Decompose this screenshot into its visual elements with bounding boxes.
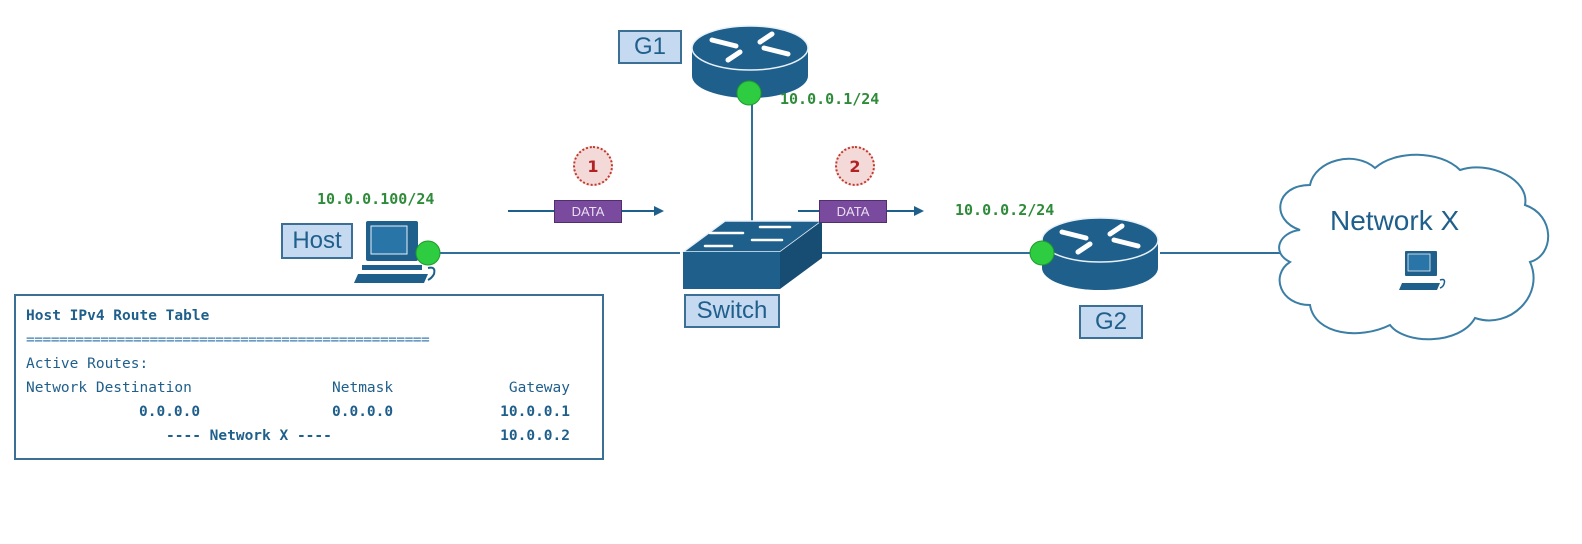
header-gateway: Gateway [508,380,570,396]
g1-ip: 10.0.0.1/24 [780,90,880,108]
host-label: Host [281,223,353,259]
data-packet-1: DATA [554,200,622,223]
network-x-label: Network X [1330,205,1460,236]
router-icon [691,25,809,98]
cloud-icon [1278,153,1550,341]
interface-dot-g1 [736,80,762,106]
route-netmask: 0.0.0.0 [332,404,394,420]
g2-ip: 10.0.0.2/24 [955,201,1055,219]
workstation-icon [1399,251,1446,290]
header-netmask: Netmask [332,380,394,396]
interface-dot-host [415,240,441,266]
step-marker-2: 2 [835,146,875,186]
route-table-separator: ========================================… [26,332,430,348]
route-table: Host IPv4 Route Table ==================… [14,294,604,460]
route-table-header: Network Destination Netmask Gateway [26,376,592,400]
route-table-section: Active Routes: [26,356,149,372]
router-icon [1041,217,1159,290]
network-diagram [354,25,1550,341]
switch-icon [680,220,825,289]
g2-label: G2 [1079,305,1143,339]
route-row: ---- Network X ---- 10.0.0.2 [26,424,592,448]
interface-dot-g2 [1029,240,1055,266]
route-row: 0.0.0.0 0.0.0.0 10.0.0.1 [26,400,592,424]
switch-label: Switch [684,294,780,328]
route-gateway: 10.0.0.2 [500,428,570,444]
workstation-icon [354,221,436,283]
host-ip: 10.0.0.100/24 [317,190,435,208]
route-gateway: 10.0.0.1 [500,404,570,420]
g1-label: G1 [618,30,682,64]
step-marker-1: 1 [573,146,613,186]
data-packet-2: DATA [819,200,887,223]
route-table-title: Host IPv4 Route Table [26,308,210,324]
route-destination: 0.0.0.0 [139,404,201,420]
route-destination: ---- Network X ---- [166,428,332,444]
header-destination: Network Destination [26,380,192,396]
